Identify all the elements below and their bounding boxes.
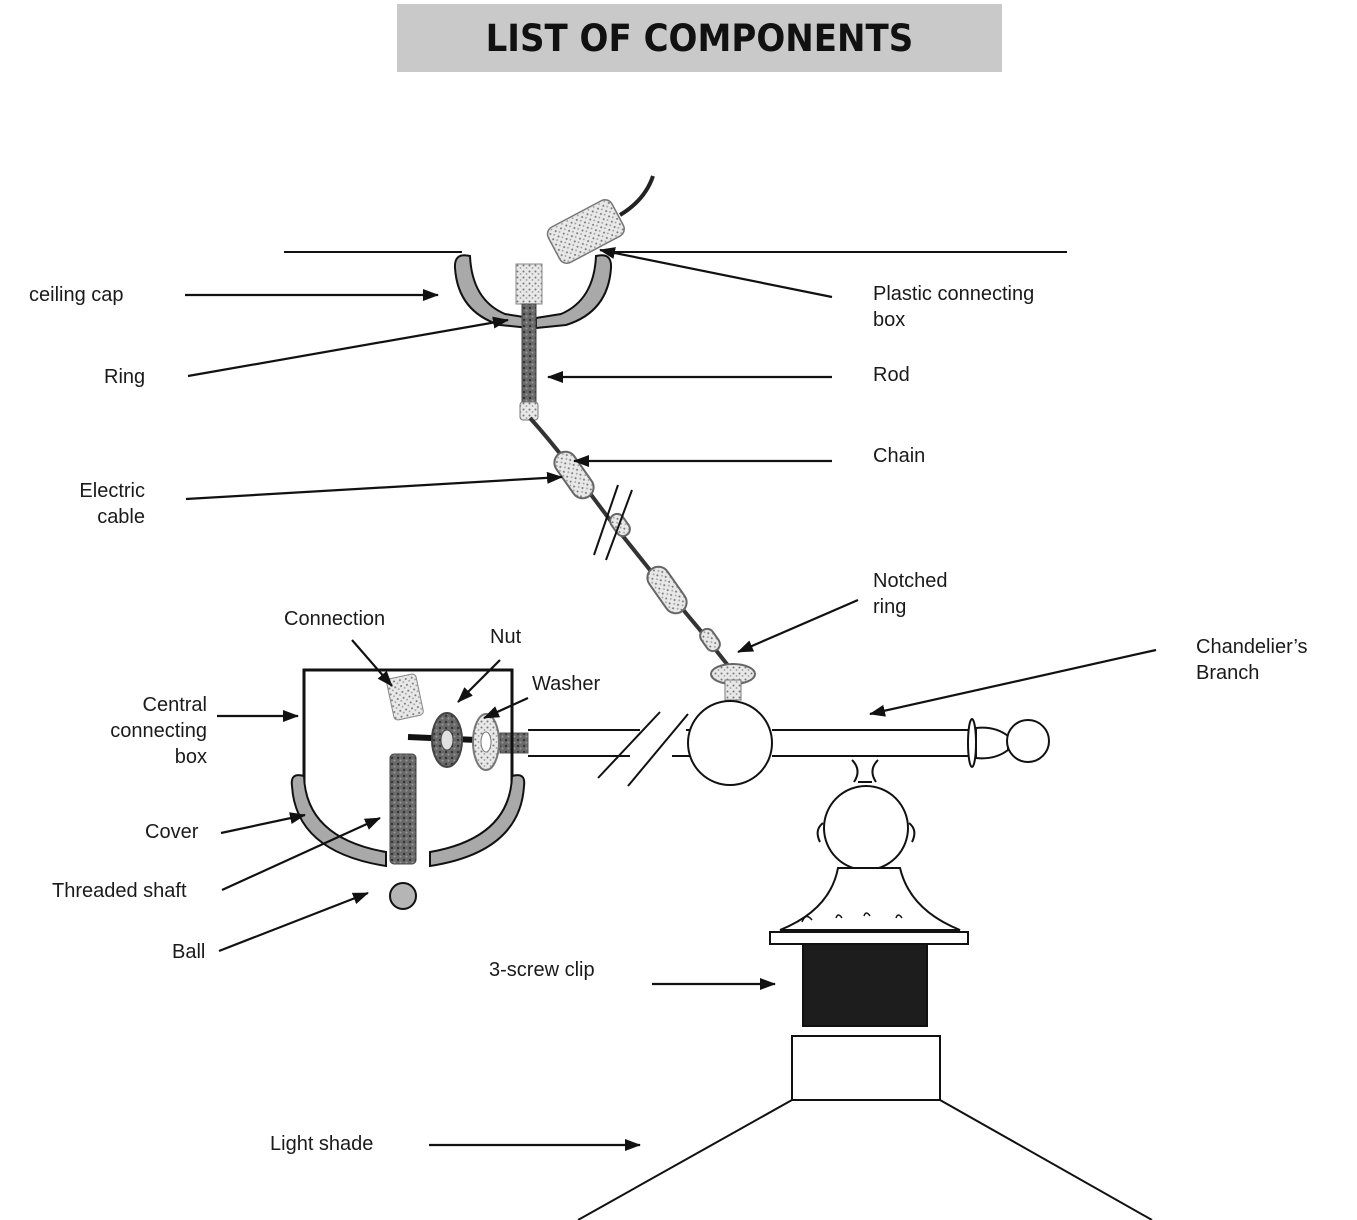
label-threaded-shaft: Threaded shaft (52, 880, 187, 902)
arrow-washer (483, 696, 529, 720)
arrow-threaded-shaft (221, 816, 381, 892)
label-cover: Cover (145, 821, 199, 843)
connector-block (515, 263, 543, 305)
arrow-plastic-box (599, 247, 833, 299)
rod-end (519, 401, 539, 421)
label-central-connecting-box: Central connecting box (66, 692, 207, 770)
arrow-electric-cable (185, 471, 563, 501)
label-central-line1: Central (142, 694, 207, 716)
arrow-chandeliers-branch (869, 648, 1157, 717)
label-central-line3: box (174, 746, 207, 768)
label-light-shade: Light shade (270, 1133, 374, 1155)
label-ball: Ball (172, 941, 206, 963)
label-notched-ring: Notched ring (873, 568, 948, 620)
arrow-cover (220, 812, 306, 835)
label-rod: Rod (873, 364, 910, 386)
lamp-holder (769, 759, 969, 945)
chandeliers-branch (528, 700, 1050, 787)
nut (431, 712, 463, 768)
label-plastic-line2: box (873, 309, 906, 331)
title-banner: LIST OF COMPONENTS (397, 4, 1002, 72)
label-notched-line2: ring (873, 596, 907, 618)
label-electric-cable-line2: cable (97, 506, 145, 528)
chain-break-marks (593, 484, 633, 561)
chain (553, 450, 721, 653)
light-shade (577, 1035, 1153, 1220)
label-chandeliers-branch: Chandelier’s Branch (1196, 634, 1308, 686)
label-notched-line1: Notched (873, 570, 948, 592)
label-central-line2: connecting (110, 720, 207, 742)
arrow-nut (457, 659, 501, 703)
label-plastic-connecting-box: Plastic connecting box (873, 281, 1034, 333)
arrow-notched-ring (737, 598, 859, 654)
connection (386, 673, 424, 721)
label-electric-cable-line1: Electric (79, 480, 145, 502)
leader-arrows (185, 247, 1157, 1151)
label-nut: Nut (490, 626, 522, 648)
ball (389, 882, 417, 910)
three-screw-clip (802, 943, 928, 1027)
label-connection: Connection (284, 608, 386, 630)
rod (521, 303, 537, 405)
washer (472, 713, 500, 771)
arrow-ring (187, 316, 509, 378)
label-ring: Ring (104, 366, 146, 388)
branch-thread (499, 732, 529, 754)
label-chain: Chain (873, 445, 926, 467)
notched-ring-stem (724, 679, 742, 701)
label-washer: Washer (532, 673, 601, 695)
arrow-ball (218, 891, 369, 953)
plastic-connecting-box (546, 199, 625, 265)
central-connecting-box (290, 668, 526, 868)
label-three-screw-clip: 3-screw clip (489, 959, 595, 981)
page-title: LIST OF COMPONENTS (485, 16, 914, 60)
arrow-connection (351, 639, 393, 687)
label-branch-line1: Chandelier’s (1196, 636, 1308, 658)
chain-cable (528, 416, 732, 670)
supply-cable (618, 175, 655, 217)
label-electric-cable: Electric cable (44, 478, 145, 530)
threaded-shaft (389, 753, 417, 865)
label-branch-line2: Branch (1196, 662, 1260, 684)
label-plastic-line1: Plastic connecting (873, 283, 1035, 305)
label-ceiling-cap: ceiling cap (29, 284, 124, 306)
